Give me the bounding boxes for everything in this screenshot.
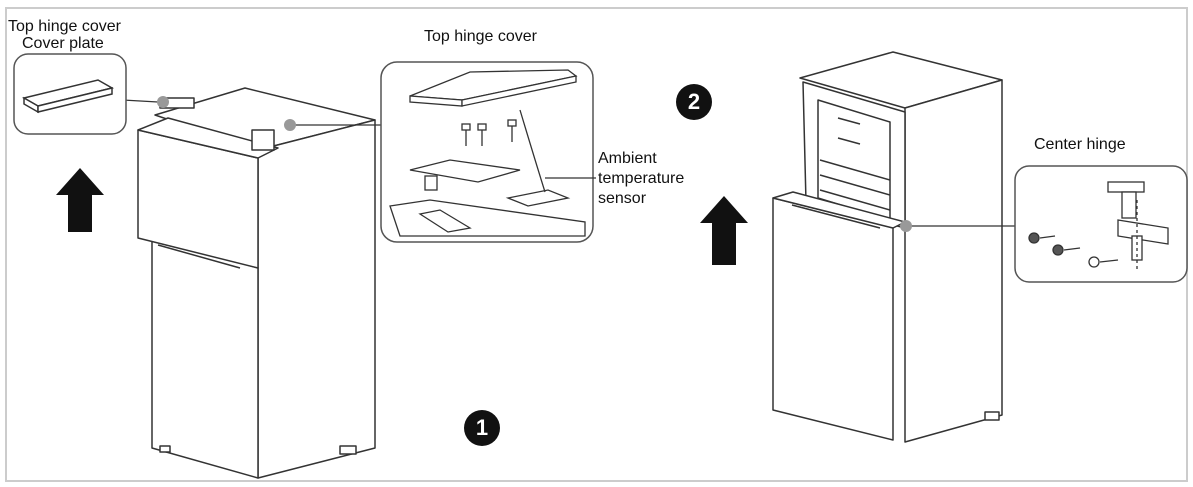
fridge-left-side: [257, 119, 376, 479]
fridge-right-side: [904, 79, 1003, 443]
fridge-right: [772, 51, 1003, 443]
center-hinge-label: Center hinge: [1034, 136, 1126, 153]
callout-dot-icon: [284, 119, 296, 131]
freezer-door-left-top-edge: [137, 117, 279, 159]
freezer-vent-1: [837, 117, 861, 125]
cover-plate-part: [21, 79, 115, 114]
cover-plate-label: Cover plate: [22, 35, 104, 52]
up-arrow-icon: [700, 196, 748, 265]
foot-right-1: [984, 411, 1000, 421]
center-hinge-parts: [1028, 181, 1169, 270]
fridge-right-front-lower: [772, 197, 894, 441]
callout-dot-icon: [900, 220, 912, 232]
top-hinge-detail-parts: [389, 69, 586, 237]
fridge-left-handle: [157, 244, 241, 269]
top-hinge-cover-detail-label: Top hinge cover: [424, 28, 537, 45]
fridge-left: [137, 87, 376, 479]
fridge-right-handle: [791, 204, 881, 229]
top-hinge-cover-label: Top hinge cover: [8, 18, 121, 35]
ambient-sensor-label-line1: Ambient: [598, 150, 657, 167]
freezer-shelf-3: [819, 189, 891, 211]
ambient-sensor-label-line2: temperature: [598, 170, 685, 187]
fridge-left-front-lower: [151, 237, 259, 479]
step-1-marker: 1: [464, 410, 500, 446]
center-hinge-inset: [1014, 165, 1188, 283]
leader-cover-plate: [121, 99, 159, 103]
callout-dot-icon: [157, 96, 169, 108]
step-2-marker: 2: [676, 84, 712, 120]
freezer-vent-2: [837, 137, 861, 145]
foot-left-2: [159, 445, 171, 453]
foot-left-1: [339, 445, 357, 455]
freezer-shelf-2: [819, 174, 891, 196]
ambient-sensor-label-line3: sensor: [598, 190, 647, 207]
top-hinge-left: [251, 129, 275, 151]
freezer-shelf-1: [819, 159, 891, 181]
up-arrow-icon: [56, 168, 104, 232]
